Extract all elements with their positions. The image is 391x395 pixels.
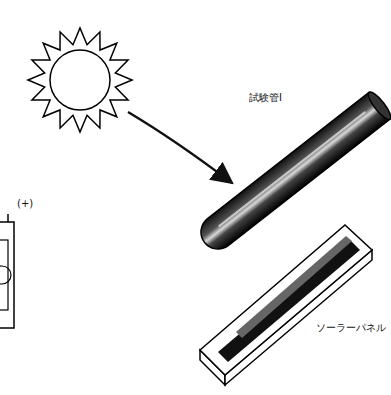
tube-label: 試験管Ⅰ [248,92,283,104]
light-arrow [128,112,232,183]
terminal-label: (+) [16,198,34,210]
meter-device [0,214,14,328]
sun [28,28,132,132]
test-tube [194,89,391,256]
solar-panel [200,225,372,385]
panel-label: ソーラーパネル [315,322,387,334]
